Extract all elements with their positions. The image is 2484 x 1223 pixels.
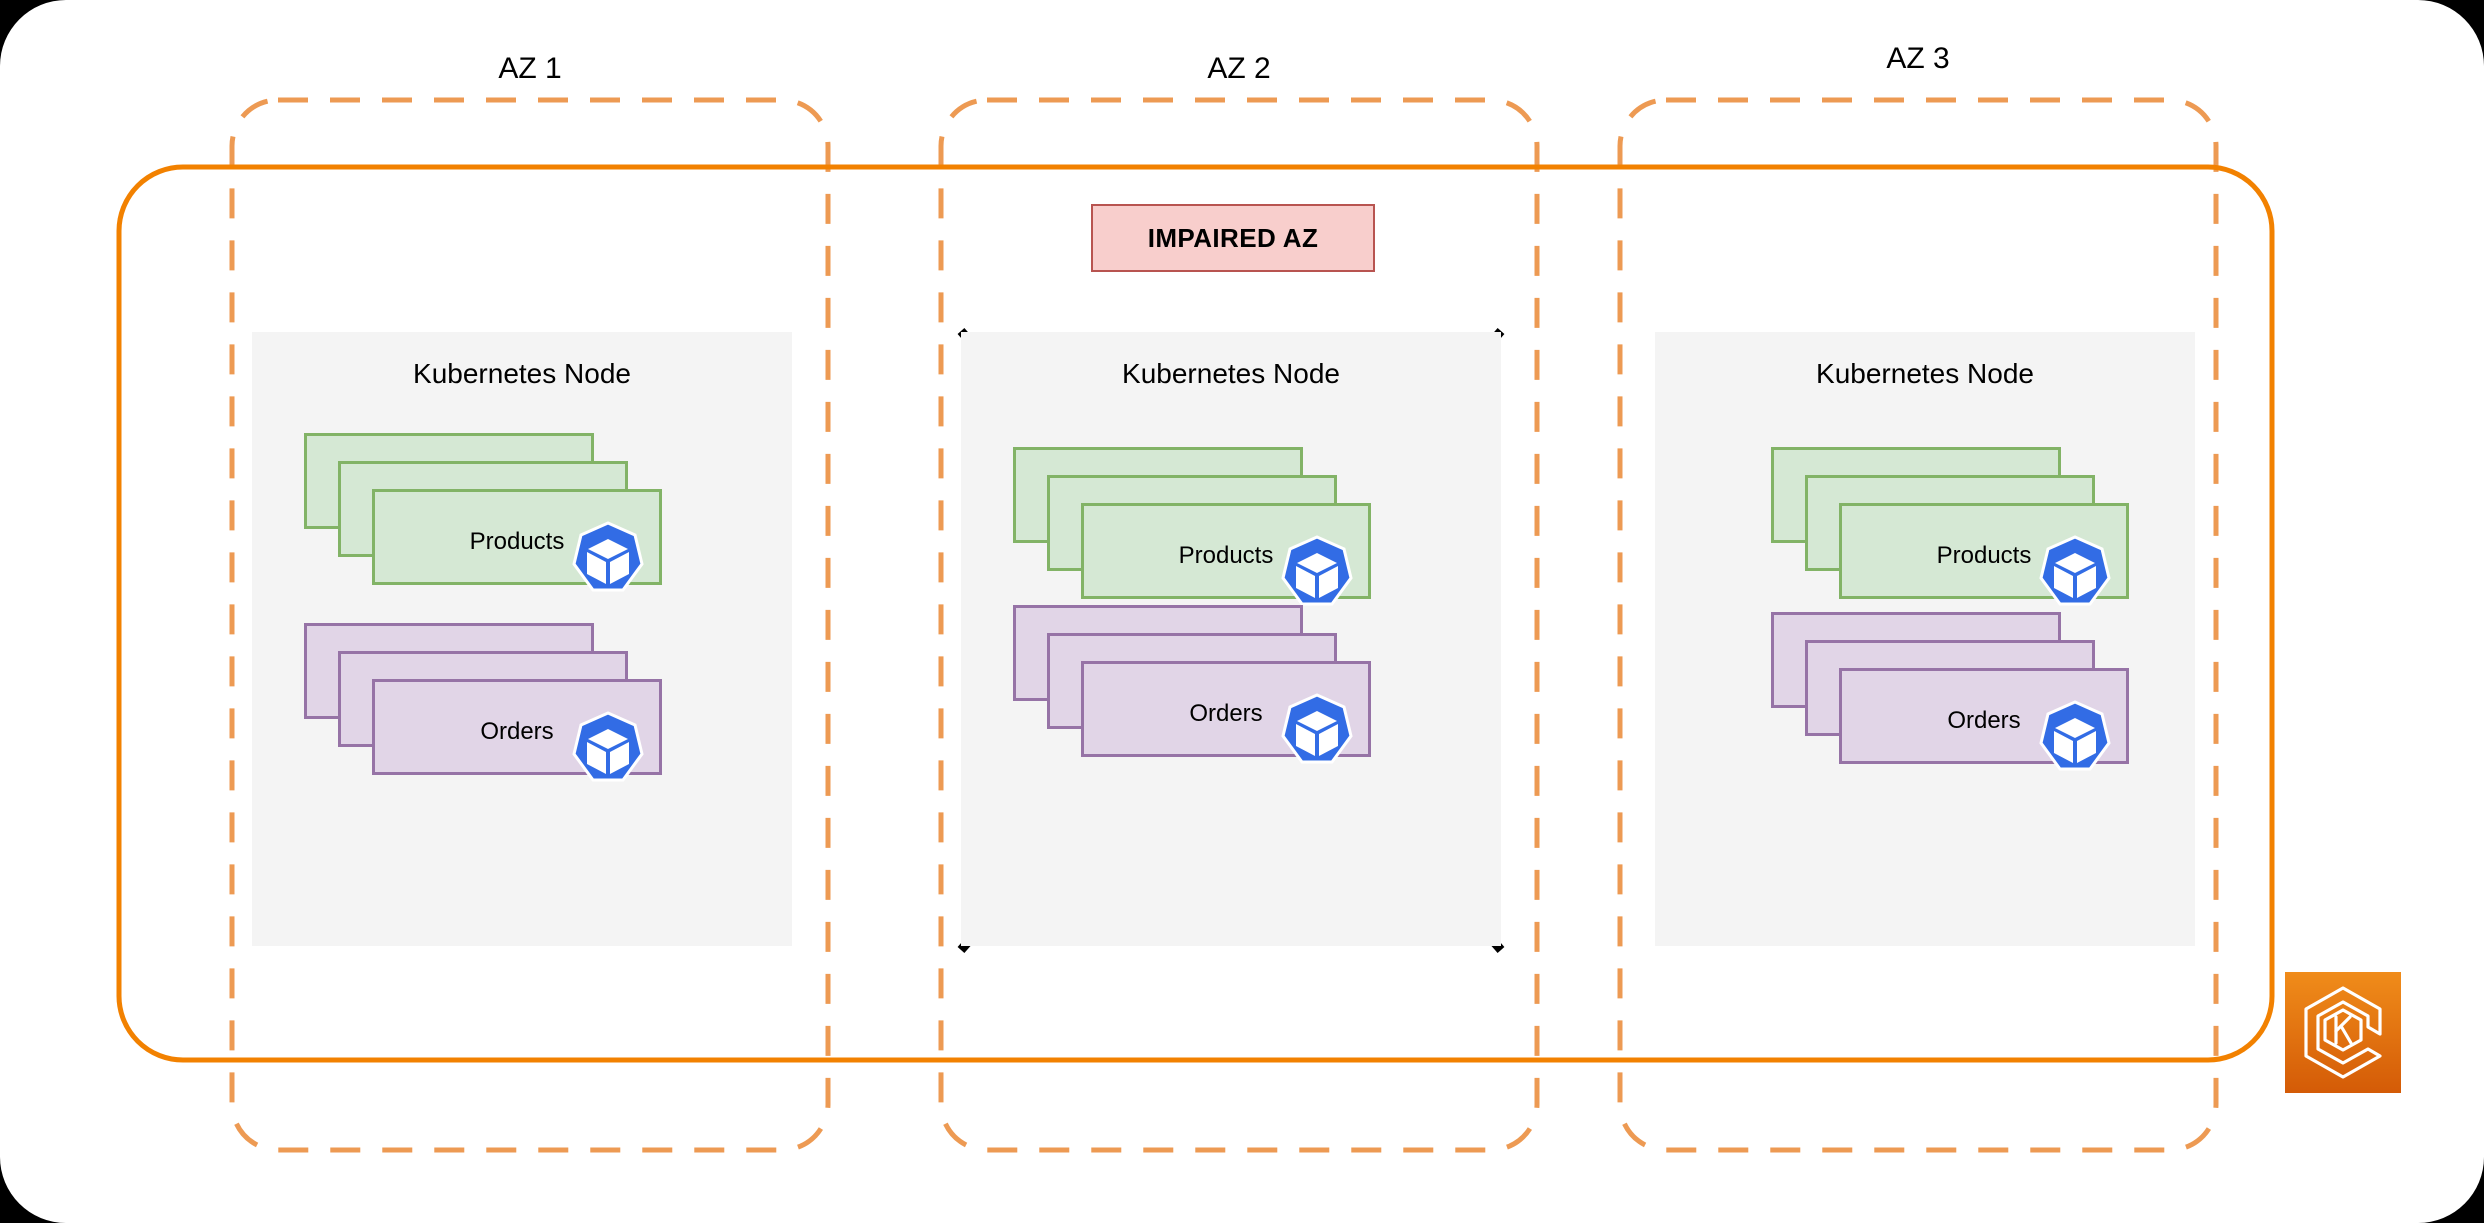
kubernetes-pod-icon: [2039, 535, 2111, 606]
pod-label: Orders: [1189, 700, 1263, 727]
pod-label: Orders: [1947, 707, 2021, 734]
az-2-kubernetes-node[interactable]: Kubernetes Node Products: [961, 332, 1501, 946]
az-1-label: AZ 1: [498, 52, 562, 85]
kubernetes-pod-icon: [1281, 693, 1353, 764]
pod-label: Products: [1178, 542, 1274, 569]
kubernetes-pod-icon: [1281, 535, 1353, 606]
az-1-orders-pod-stack[interactable]: Orders: [304, 623, 662, 783]
az-2-node-label: Kubernetes Node: [1122, 358, 1340, 389]
az-3-products-pod-stack[interactable]: Products: [1771, 447, 2129, 607]
kubernetes-pod-icon: [572, 711, 644, 782]
az-2-products-pod-stack[interactable]: Products: [1013, 447, 1371, 607]
az-2-orders-pod-stack[interactable]: Orders: [1013, 605, 1371, 765]
kubernetes-pod-icon: [2039, 700, 2111, 771]
az-2-label: AZ 2: [1207, 52, 1271, 85]
az-3-orders-pod-stack[interactable]: Orders: [1771, 612, 2129, 772]
az-1-kubernetes-node[interactable]: Kubernetes Node Products: [252, 332, 792, 946]
pod-label: Orders: [480, 718, 554, 745]
amazon-eks-logo: [2285, 972, 2401, 1093]
impaired-az-status-badge: IMPAIRED AZ: [1091, 204, 1375, 272]
az-1-node-label: Kubernetes Node: [413, 358, 631, 389]
az-3-label: AZ 3: [1886, 42, 1950, 75]
az-1-products-pod-stack[interactable]: Products: [304, 433, 662, 593]
az-3-kubernetes-node[interactable]: Kubernetes Node Products: [1655, 332, 2195, 946]
pod-label: Products: [469, 528, 565, 555]
az-3-node-label: Kubernetes Node: [1816, 358, 2034, 389]
kubernetes-pod-icon: [572, 521, 644, 592]
pod-label: Products: [1936, 542, 2032, 569]
